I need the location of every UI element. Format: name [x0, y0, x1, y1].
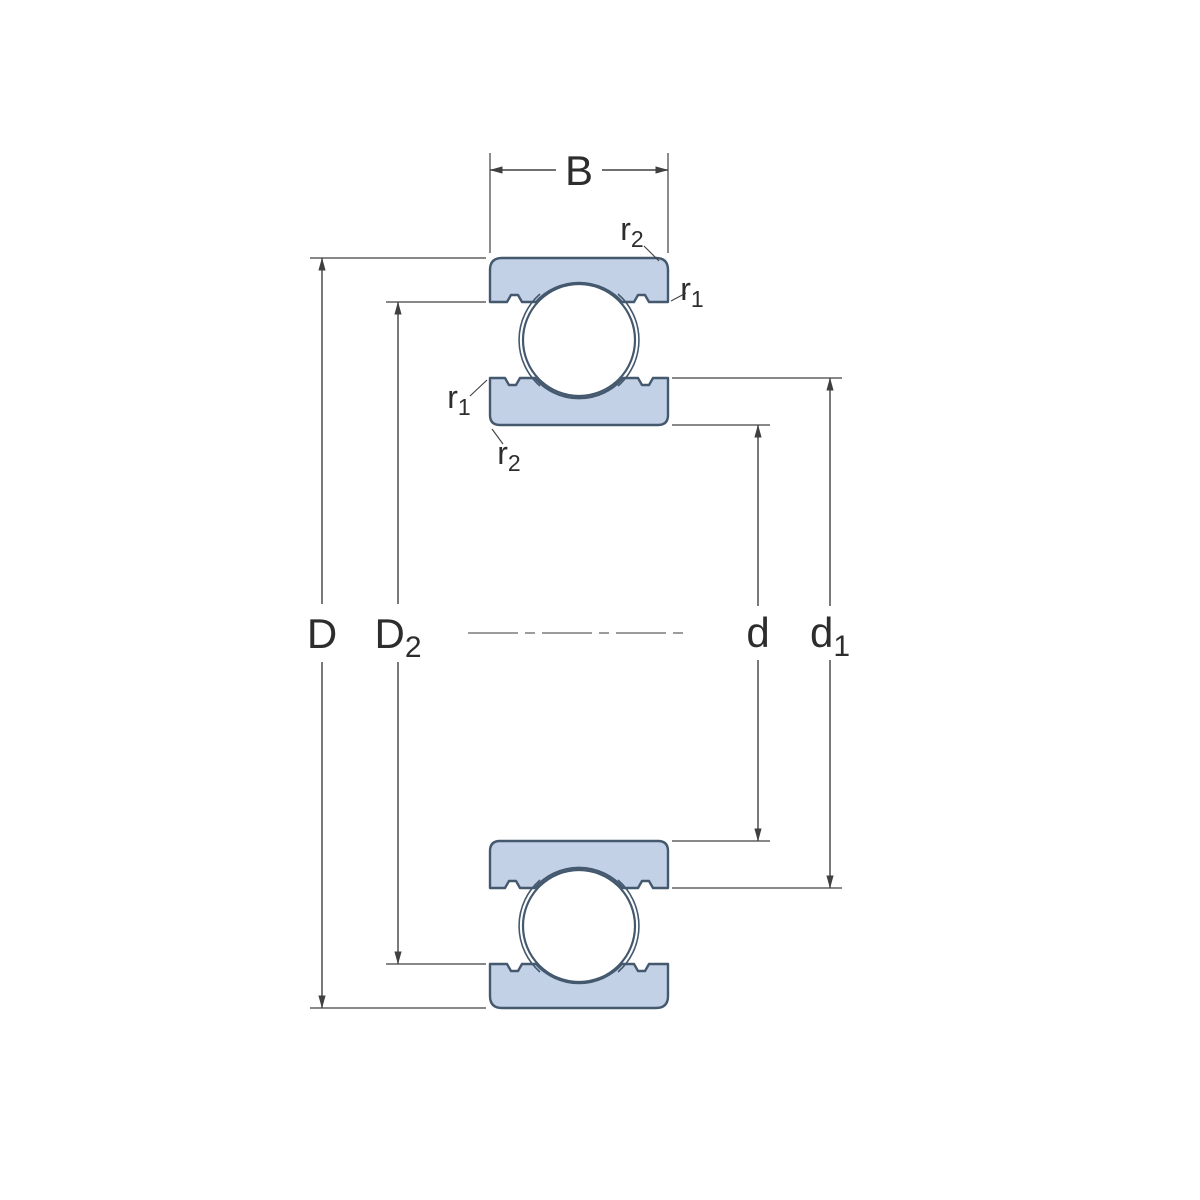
label-r1-right: r1	[680, 271, 703, 312]
cage-bottom-left	[518, 879, 541, 973]
cage-top-left	[518, 293, 541, 387]
dimension-d: d	[672, 424, 770, 842]
label-r2-left: r2	[497, 435, 520, 476]
cage-top-right	[617, 293, 640, 387]
dimension-B: B	[489, 147, 669, 253]
dimension-D: D	[307, 257, 486, 1009]
label-r2-top: r2	[620, 211, 643, 252]
label-D2: D2	[374, 610, 421, 664]
ball-top	[521, 282, 637, 398]
leader-line-r2-left	[491, 428, 504, 445]
dimension-D2: D2	[374, 301, 486, 965]
leader-line-r1-right	[670, 292, 687, 302]
ball-bottom	[521, 868, 637, 984]
label-r1-left: r1	[447, 379, 470, 420]
cage-bottom-right	[617, 879, 640, 973]
label-d: d	[746, 609, 769, 656]
inner-ring-bottom-section	[488, 839, 670, 890]
inner-ring-top-section	[488, 376, 670, 427]
leader-line-r1-left	[469, 379, 488, 397]
leader-line-r2-top	[643, 245, 660, 262]
dimension-d1: d1	[672, 377, 850, 889]
label-D: D	[307, 610, 337, 657]
outer-ring-top-section	[488, 256, 670, 304]
radius-labels: r2 r1 r1 r2	[447, 211, 703, 476]
label-B: B	[565, 147, 593, 194]
label-d1: d1	[810, 609, 850, 663]
outer-ring-bottom-section	[488, 962, 670, 1010]
